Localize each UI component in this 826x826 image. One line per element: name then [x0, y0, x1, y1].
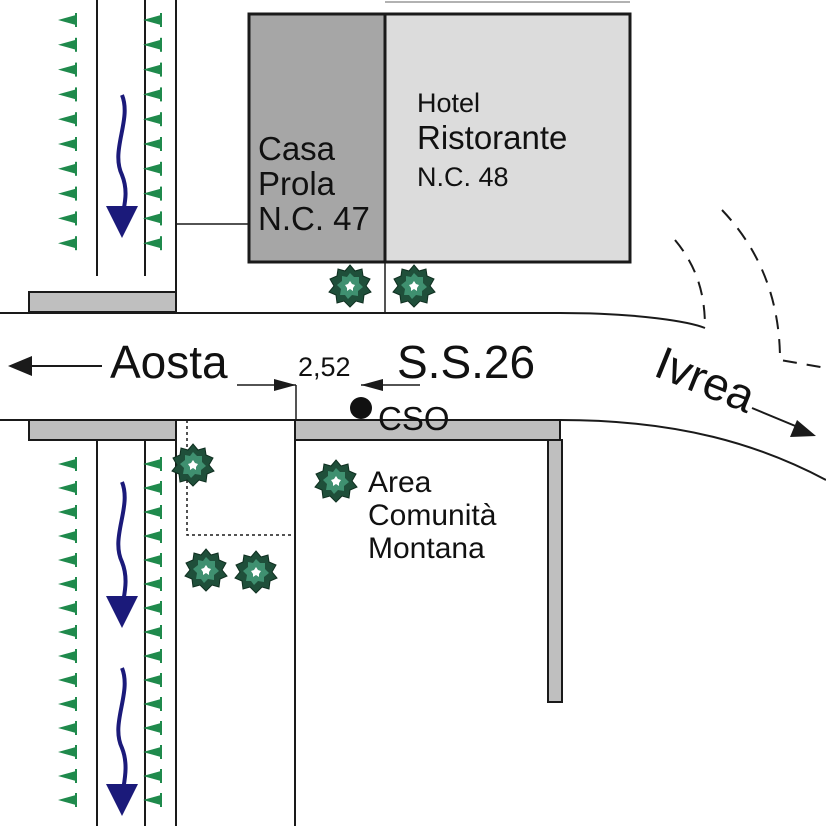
area-label-line1: Area — [368, 466, 432, 499]
grass-tuft-icon — [58, 699, 76, 709]
tree-icon — [234, 550, 278, 594]
grass-tuft-icon — [58, 238, 76, 249]
grass-tuft-icon — [58, 163, 76, 174]
wall-lower-right — [547, 439, 563, 703]
sidewalk-lower-left — [28, 419, 177, 441]
grass-tuft-icon — [58, 15, 76, 25]
grass-tuft-icon — [58, 675, 76, 685]
grass-tuft-icon — [143, 747, 161, 757]
area-label-line2: Comunità — [368, 499, 497, 532]
grass-tuft-icon — [58, 555, 76, 565]
area-label-line3: Montana — [368, 532, 485, 565]
station-point-icon — [350, 397, 372, 419]
water-flow-arrow-icon — [106, 94, 139, 238]
grass-tuft-icon — [58, 64, 76, 75]
grass-tuft-icon — [58, 459, 76, 469]
grass-tuft-icon — [143, 603, 161, 613]
canal-upper — [96, 0, 177, 312]
grass-tuft-icon — [58, 603, 76, 613]
grass-tuft-icon — [143, 114, 161, 125]
sidewalk-upper-left — [28, 291, 177, 313]
road-outer-curve-dashed — [721, 209, 826, 369]
grass-tuft-icon — [58, 579, 76, 589]
tree-icon — [171, 443, 215, 487]
grass-tuft-icon — [143, 531, 161, 541]
casa-label-line3: N.C. 47 — [258, 200, 370, 237]
grass-tuft-icon — [143, 39, 161, 50]
grass-tuft-icon — [143, 795, 161, 805]
road-upper-edge — [0, 312, 706, 329]
direction-arrow-ivrea — [751, 407, 816, 437]
road-upper-curve-dashed — [674, 239, 706, 329]
grass-tuft-icon — [58, 507, 76, 517]
grass-tuft-icon — [143, 579, 161, 589]
grass-tuft-icon — [143, 89, 161, 100]
grass-tuft-icon — [58, 651, 76, 661]
aosta-label: Aosta — [110, 336, 228, 388]
grass-tuft-icon — [143, 238, 161, 249]
measurement-dimension — [237, 379, 420, 420]
grass-tuft-icon — [143, 15, 161, 25]
grass-tuft-icon — [143, 675, 161, 685]
grass-tuft-icon — [58, 39, 76, 50]
grass-tuft-icon — [143, 627, 161, 637]
grass-tuft-icon — [58, 139, 76, 149]
tree-icon — [314, 459, 358, 503]
casa-label-line2: Prola — [258, 165, 336, 202]
direction-arrow-aosta — [8, 356, 102, 376]
distance-label: 2,52 — [298, 352, 351, 382]
ivrea-label: Ivrea — [648, 336, 763, 423]
hotel-label-line2: Ristorante — [417, 119, 567, 156]
hotel-label-line1: Hotel — [417, 88, 480, 118]
grass-tuft-icon — [143, 139, 161, 149]
grass-tuft-icon — [143, 188, 161, 199]
tree-icon — [392, 264, 436, 308]
tree-icon — [328, 264, 372, 308]
grass-tuft-icon — [143, 723, 161, 733]
water-flow-arrow-icon — [106, 667, 139, 816]
grass-tuft-icon — [143, 163, 161, 174]
station-label: CSO — [378, 400, 450, 437]
grass-tuft-icon — [58, 723, 76, 733]
grass-lower — [58, 457, 162, 807]
road-name-label: S.S.26 — [397, 336, 535, 388]
hotel-label-line3: N.C. 48 — [417, 162, 509, 192]
grass-tuft-icon — [58, 213, 76, 224]
grass-tuft-icon — [143, 651, 161, 661]
grass-tuft-icon — [143, 483, 161, 493]
grass-tuft-icon — [58, 483, 76, 493]
grass-tuft-icon — [58, 188, 76, 199]
grass-tuft-icon — [143, 555, 161, 565]
grass-tuft-icon — [143, 507, 161, 517]
grass-tuft-icon — [143, 699, 161, 709]
grass-tuft-icon — [58, 114, 76, 125]
casa-prola-building — [247, 12, 387, 264]
casa-label-line1: Casa — [258, 130, 336, 167]
grass-tuft-icon — [143, 64, 161, 75]
grass-tuft-icon — [58, 627, 76, 637]
road-lower-edge — [0, 419, 826, 481]
tree-icon — [184, 548, 228, 592]
grass-tuft-icon — [58, 531, 76, 541]
hotel-ristorante-building — [383, 12, 632, 264]
grass-tuft-icon — [58, 795, 76, 805]
grass-tuft-icon — [143, 771, 161, 781]
grass-tuft-icon — [58, 771, 76, 781]
water-flow-arrow-icon — [106, 481, 139, 628]
canal-lower — [96, 420, 177, 826]
grass-tuft-icon — [58, 747, 76, 757]
grass-tuft-icon — [58, 89, 76, 100]
grass-upper — [58, 13, 162, 251]
grass-tuft-icon — [143, 459, 161, 469]
grass-tuft-icon — [143, 213, 161, 224]
